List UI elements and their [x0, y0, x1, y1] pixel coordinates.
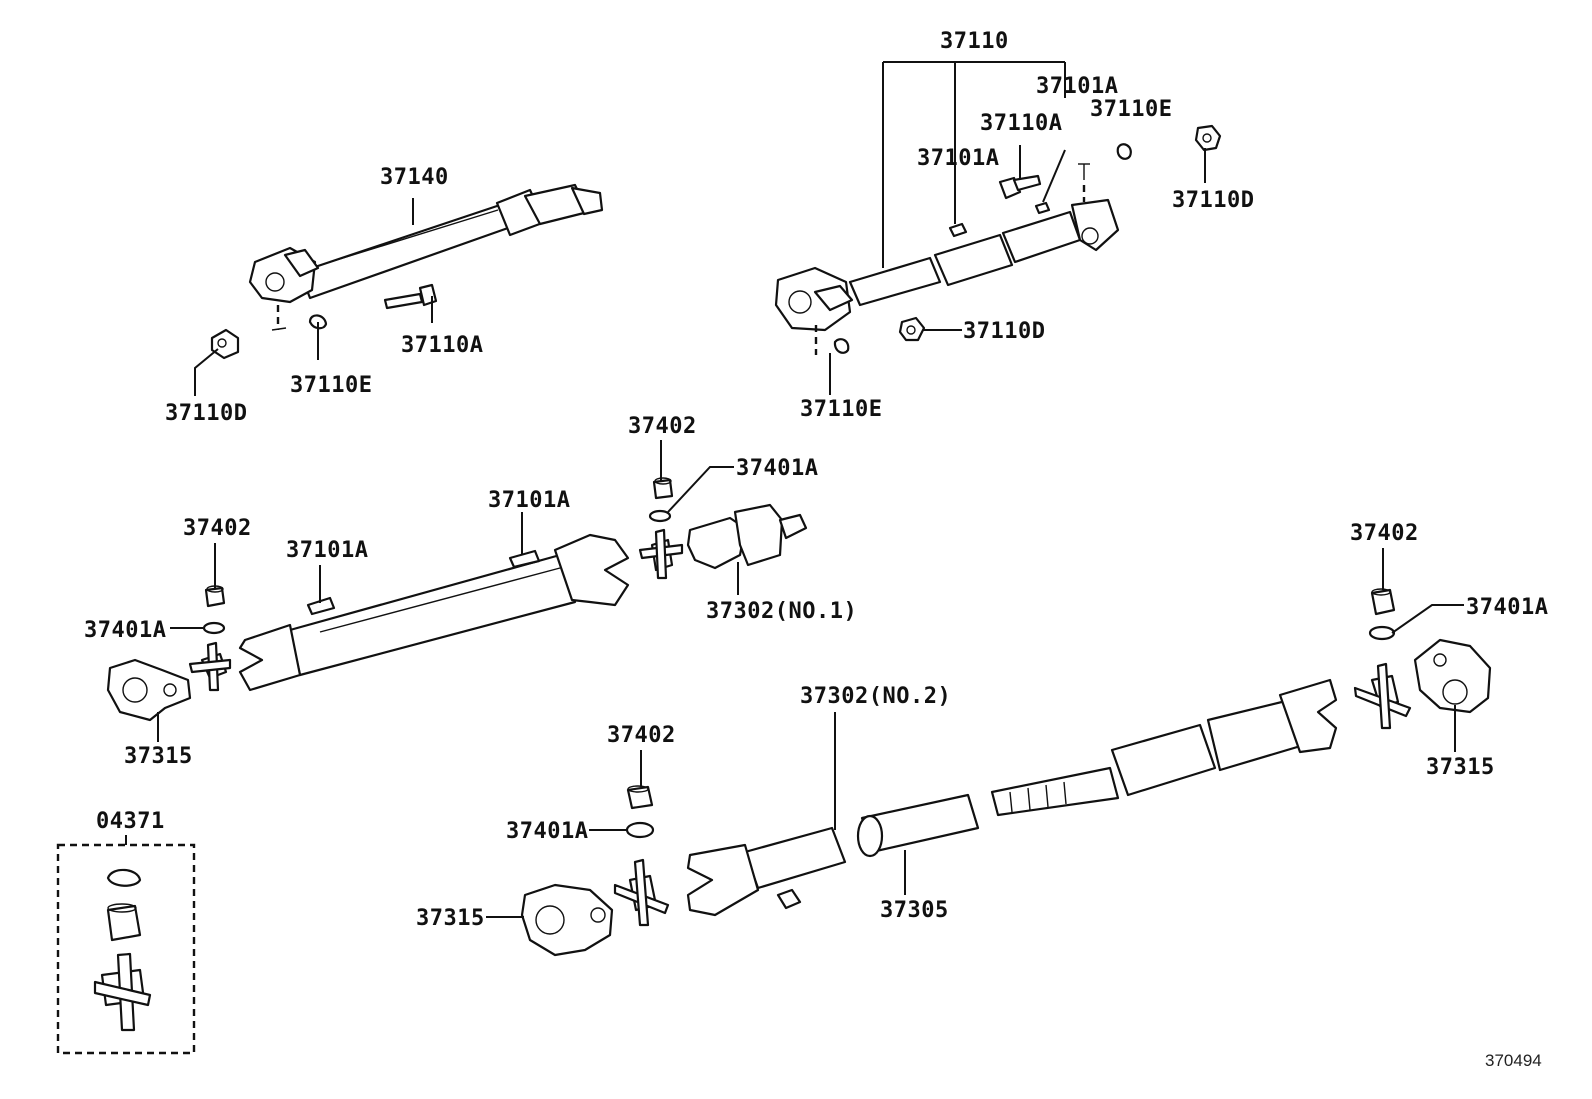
label-37140: 37140 [380, 165, 449, 190]
washer-37110E-upper-right-top [1116, 143, 1132, 160]
label-37315-lower: 37315 [416, 906, 485, 931]
plate-37101A-upper-right-a [948, 222, 968, 238]
yoke-37302-no2 [686, 826, 847, 917]
bolt-37110A-upper-left [383, 283, 438, 310]
spider-lower [613, 858, 670, 927]
label-37101A-middle-left: 37101A [286, 538, 368, 563]
part-labels: 37140 37110A 37110E 37110D 37110 37101A … [84, 29, 1548, 1070]
yoke-37302-no1 [686, 503, 808, 570]
label-37101A-middle-right: 37101A [488, 488, 570, 513]
spider-far-right [1353, 662, 1412, 730]
label-37401A-lower: 37401A [506, 819, 588, 844]
leader-lines [125, 61, 1464, 918]
grease-fitting-37402-far-right [1370, 588, 1396, 616]
plate-37101A-upper-right-b [1034, 201, 1051, 215]
label-37402-middle-right: 37402 [628, 414, 697, 439]
washer-37110E-upper-left [308, 314, 328, 330]
label-37302-no2: 37302(NO.2) [800, 684, 951, 709]
label-37110E-upper-right-bottom: 37110E [800, 397, 882, 422]
flange-37315-lower [520, 883, 614, 957]
propeller-shaft-37110 [774, 163, 1120, 355]
boot-37305 [856, 793, 980, 858]
plate-37101A-middle-right [508, 549, 541, 569]
spider-kit-04371 [56, 843, 196, 1055]
grease-fitting-37402-middle-left [204, 585, 226, 608]
label-37401A-middle-right: 37401A [736, 456, 818, 481]
label-37110A-upper-right: 37110A [980, 111, 1062, 136]
label-37110D-upper-right-mid: 37110D [963, 319, 1045, 344]
spider-middle-left [188, 641, 232, 692]
label-37110D-upper-right-top: 37110D [1172, 188, 1254, 213]
label-37315-middle-left: 37315 [124, 744, 193, 769]
label-37101A-upper-right-b: 37101A [1036, 74, 1118, 99]
label-37402-lower: 37402 [607, 723, 676, 748]
nut-37110D-upper-right-top [1194, 124, 1222, 152]
label-37315-far-right: 37315 [1426, 755, 1495, 780]
label-37401A-middle-left: 37401A [84, 618, 166, 643]
label-37110D-upper-left: 37110D [165, 401, 247, 426]
grease-fitting-37402-lower [626, 785, 654, 810]
label-37305: 37305 [880, 898, 949, 923]
label-04371: 04371 [96, 809, 165, 834]
washer-37110E-upper-right-bottom [833, 338, 850, 354]
flange-37315-far-right [1413, 638, 1492, 714]
nut-37110D-upper-left [210, 328, 240, 360]
propeller-shaft-middle [238, 533, 630, 692]
label-37401A-far-right: 37401A [1466, 595, 1548, 620]
label-37110E-upper-right-top: 37110E [1090, 97, 1172, 122]
plate-37101A-middle-left [306, 596, 336, 616]
label-37402-far-right: 37402 [1350, 521, 1419, 546]
flange-37315-middle-left [106, 658, 192, 722]
spider-middle-right [638, 528, 684, 580]
snap-ring-37401A-lower [625, 821, 655, 839]
nut-37110D-upper-right-mid [898, 316, 926, 342]
snap-ring-37401A-far-right [1368, 625, 1396, 641]
label-37110A-upper-left: 37110A [401, 333, 483, 358]
diagram-reference-number: 370494 [1485, 1051, 1542, 1070]
grease-fitting-37402-middle-right [652, 477, 674, 500]
snap-ring-37401A-middle-left [202, 621, 226, 635]
propeller-shaft-37140 [248, 183, 604, 331]
label-37302-no1: 37302(NO.1) [706, 599, 857, 624]
snap-ring-37401A-middle-right [648, 509, 672, 523]
label-37101A-upper-right-a: 37101A [917, 146, 999, 171]
label-37110E-upper-left: 37110E [290, 373, 372, 398]
propeller-shaft-lower [990, 678, 1338, 817]
label-37402-middle-left: 37402 [183, 516, 252, 541]
label-37110: 37110 [940, 29, 1009, 54]
